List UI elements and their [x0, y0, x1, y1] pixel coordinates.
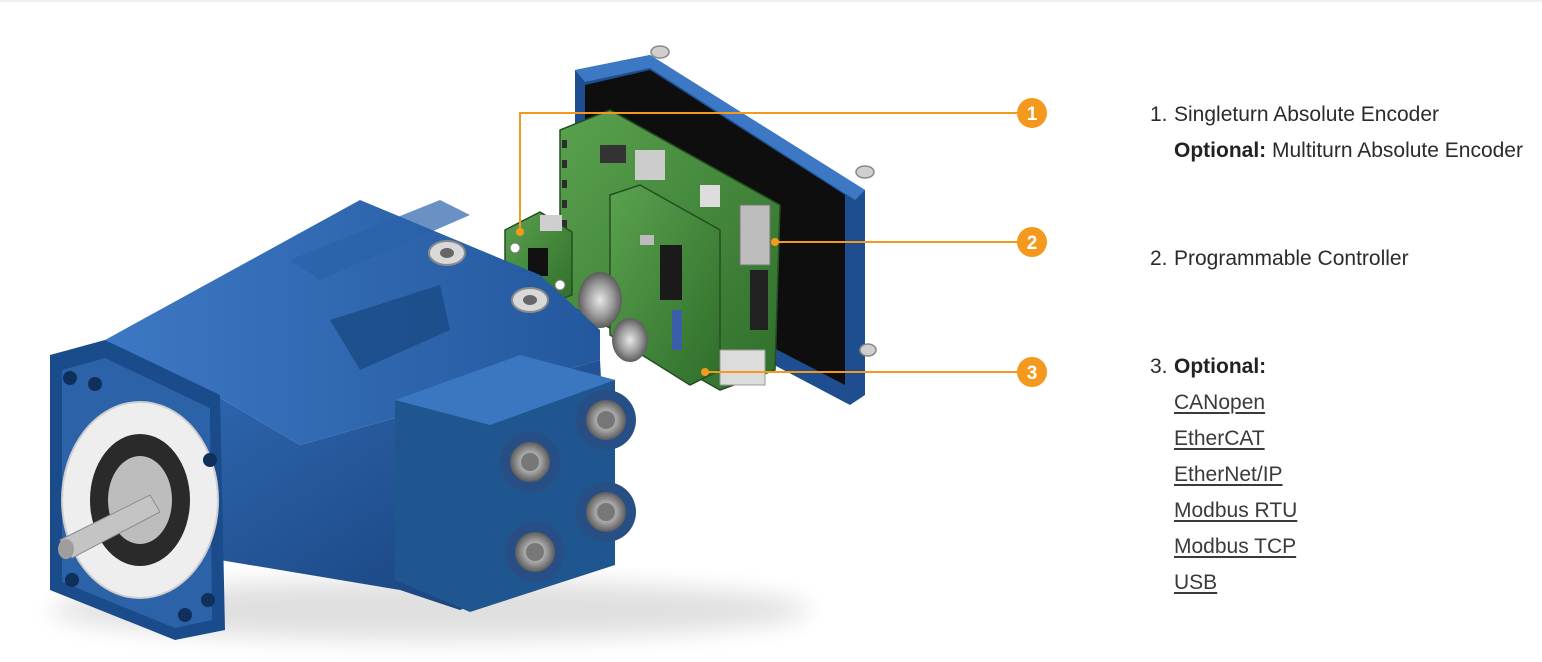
legend-title-2: Programmable Controller	[1174, 247, 1409, 270]
legend-item-1: 1. Singleturn Absolute Encoder Optional: …	[1150, 97, 1523, 169]
callout-number-3: 3	[1027, 363, 1038, 384]
callout-marker-3: 3	[1017, 357, 1047, 387]
ground-shadow	[50, 580, 810, 640]
exploded-motor-illustration: 1 2 3	[50, 45, 1047, 640]
link-ethernet-ip[interactable]: EtherNet/IP	[1174, 463, 1283, 486]
link-ethercat[interactable]: EtherCAT	[1174, 427, 1265, 450]
connector-housing	[395, 355, 636, 612]
optional-text-1: Multiturn Absolute Encoder	[1272, 139, 1523, 162]
callout-marker-1: 1	[1017, 98, 1047, 128]
legend-title-1: Singleturn Absolute Encoder	[1174, 103, 1440, 126]
legend-number-2: 2.	[1150, 247, 1168, 270]
legend-item-3: 3. Optional: CANopen EtherCAT EtherNet/IP…	[1150, 349, 1297, 601]
callout-marker-2: 2	[1017, 227, 1047, 257]
callout-line-1	[519, 112, 1032, 232]
legend-item-2: 2. Programmable Controller	[1150, 241, 1409, 277]
top-divider	[0, 0, 1542, 2]
link-canopen[interactable]: CANopen	[1174, 391, 1266, 414]
protocol-link-list: CANopen EtherCAT EtherNet/IP Modbus RTU …	[1150, 385, 1297, 601]
optional-label-3: Optional:	[1174, 355, 1267, 378]
callout-number-1: 1	[1027, 104, 1038, 125]
legend-number-1: 1.	[1150, 103, 1168, 126]
legend-number-3: 3.	[1150, 355, 1168, 378]
legend-optional-1: Optional: Multiturn Absolute Encoder	[1150, 133, 1523, 169]
link-usb[interactable]: USB	[1174, 571, 1218, 594]
callout-lines	[519, 112, 1032, 373]
front-flange	[50, 340, 225, 640]
link-modbus-tcp[interactable]: Modbus TCP	[1174, 535, 1297, 558]
optional-label-1: Optional:	[1174, 139, 1267, 162]
link-modbus-rtu[interactable]: Modbus RTU	[1174, 499, 1298, 522]
m12-connectors	[500, 390, 636, 582]
callout-number-2: 2	[1027, 233, 1038, 254]
